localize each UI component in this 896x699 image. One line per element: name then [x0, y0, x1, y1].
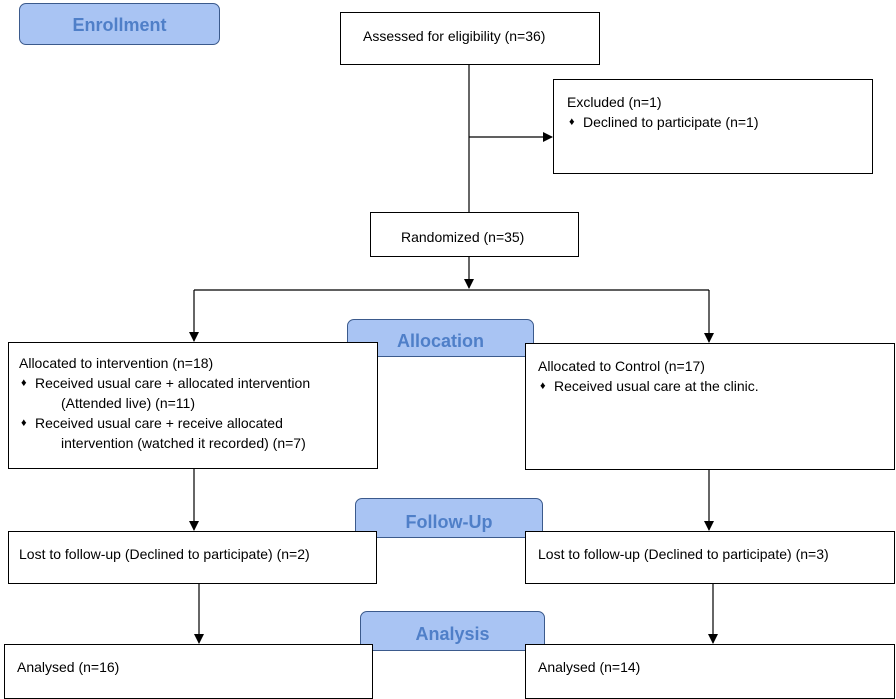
intervention-item-1: ♦ Received usual care + allocated interv…	[19, 373, 377, 393]
followup-right-text: Lost to follow-up (Declined to participa…	[538, 546, 829, 562]
intervention-item-1-text: Received usual care + allocated interven…	[35, 375, 311, 391]
excluded-item: ♦ Declined to participate (n=1)	[567, 112, 872, 132]
intervention-title: Allocated to intervention (n=18)	[19, 355, 214, 371]
stage-follow-up: Follow-Up	[355, 498, 543, 538]
intervention-item-2-cont: intervention (watched it recorded) (n=7)	[61, 435, 306, 451]
control-title: Allocated to Control (n=17)	[538, 358, 705, 374]
excluded-title: Excluded (n=1)	[567, 94, 662, 110]
randomized-text: Randomized (n=35)	[401, 229, 525, 245]
randomized-box: Randomized (n=35)	[370, 212, 579, 257]
analysed-right-box: Analysed (n=14)	[525, 644, 895, 699]
bullet-icon: ♦	[21, 417, 27, 429]
stage-analysis-label: Analysis	[415, 624, 490, 644]
control-box: Allocated to Control (n=17) ♦ Received u…	[525, 343, 895, 470]
intervention-item-1-cont: (Attended live) (n=11)	[61, 395, 195, 411]
excluded-item-text: Declined to participate (n=1)	[583, 114, 759, 130]
stage-enrollment-label: Enrollment	[72, 15, 167, 35]
analysed-right-text: Analysed (n=14)	[538, 659, 641, 675]
control-item-1-text: Received usual care at the clinic.	[554, 378, 759, 394]
stage-allocation-label: Allocation	[396, 331, 484, 351]
bullet-icon: ♦	[540, 380, 546, 392]
excluded-box: Excluded (n=1) ♦ Declined to participate…	[553, 79, 873, 174]
control-item-1: ♦ Received usual care at the clinic.	[538, 376, 894, 396]
analysed-left-text: Analysed (n=16)	[17, 659, 120, 675]
intervention-item-2: ♦ Received usual care + receive allocate…	[19, 413, 377, 433]
stage-follow-up-label: Follow-Up	[405, 512, 493, 532]
followup-left-box: Lost to follow-up (Declined to participa…	[8, 531, 377, 584]
assessed-text: Assessed for eligibility (n=36)	[363, 28, 546, 44]
intervention-box: Allocated to intervention (n=18) ♦ Recei…	[8, 342, 378, 469]
bullet-icon: ♦	[569, 116, 575, 128]
followup-left-text: Lost to follow-up (Declined to participa…	[19, 546, 310, 562]
followup-right-box: Lost to follow-up (Declined to participa…	[525, 531, 895, 584]
intervention-item-2-text: Received usual care + receive allocated	[35, 415, 283, 431]
stage-allocation: Allocation	[347, 319, 534, 357]
bullet-icon: ♦	[21, 377, 27, 389]
assessed-box: Assessed for eligibility (n=36)	[340, 12, 600, 65]
stage-enrollment: Enrollment	[19, 3, 220, 45]
stage-analysis: Analysis	[360, 611, 545, 651]
analysed-left-box: Analysed (n=16)	[4, 644, 373, 699]
